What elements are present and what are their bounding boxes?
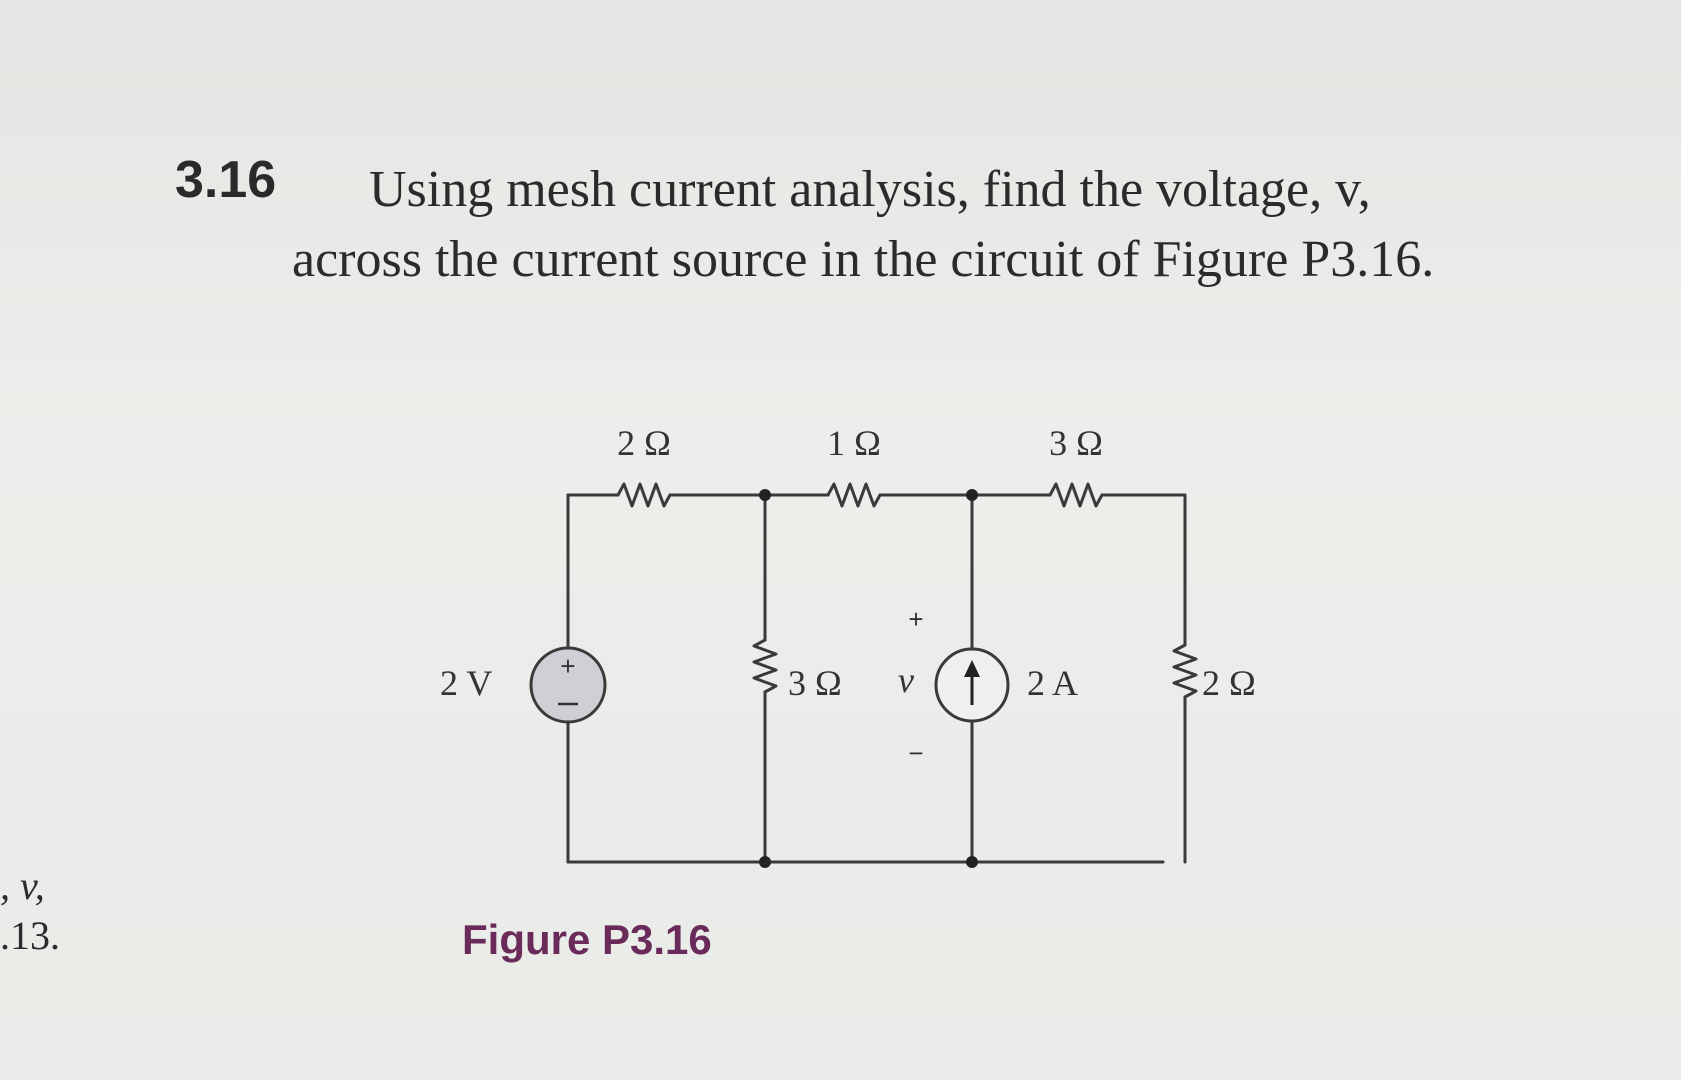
voltage-source-plus: + xyxy=(560,651,575,681)
label-v: v xyxy=(898,660,914,700)
label-r-shunt-right: 2 Ω xyxy=(1202,663,1256,703)
label-r-shunt-middle: 3 Ω xyxy=(788,663,842,703)
problem-text-line-2: across the current source in the circuit… xyxy=(292,231,1435,288)
label-v-plus: + xyxy=(908,604,923,634)
node-bottom-right xyxy=(966,856,978,868)
arrow-up-icon xyxy=(964,660,980,705)
resistor-top-right-zigzag xyxy=(1048,482,1104,508)
left-edge-fragment-bottom: .13. xyxy=(0,913,60,958)
left-edge-fragment-top: , v, xyxy=(0,863,45,908)
label-voltage-source: 2 V xyxy=(440,663,492,703)
node-top-right xyxy=(966,489,978,501)
resistor-top-middle-zigzag xyxy=(826,482,882,508)
node-top-middle xyxy=(759,489,771,501)
label-v-minus: − xyxy=(908,738,923,768)
resistor-top-left-zigzag xyxy=(616,482,672,508)
resistor-shunt-right-zigzag xyxy=(1172,643,1198,699)
node-bottom-middle xyxy=(759,856,771,868)
label-r-top-right: 3 Ω xyxy=(1049,423,1103,463)
problem-text-line-1: Using mesh current analysis, find the vo… xyxy=(369,161,1371,218)
label-r-top-left: 2 Ω xyxy=(617,423,671,463)
problem-number: 3.16 xyxy=(175,151,277,209)
figure-caption: Figure P3.16 xyxy=(462,916,712,963)
label-current-source: 2 A xyxy=(1027,663,1078,703)
label-r-top-middle: 1 Ω xyxy=(827,423,881,463)
resistor-shunt-middle-zigzag xyxy=(752,638,778,694)
